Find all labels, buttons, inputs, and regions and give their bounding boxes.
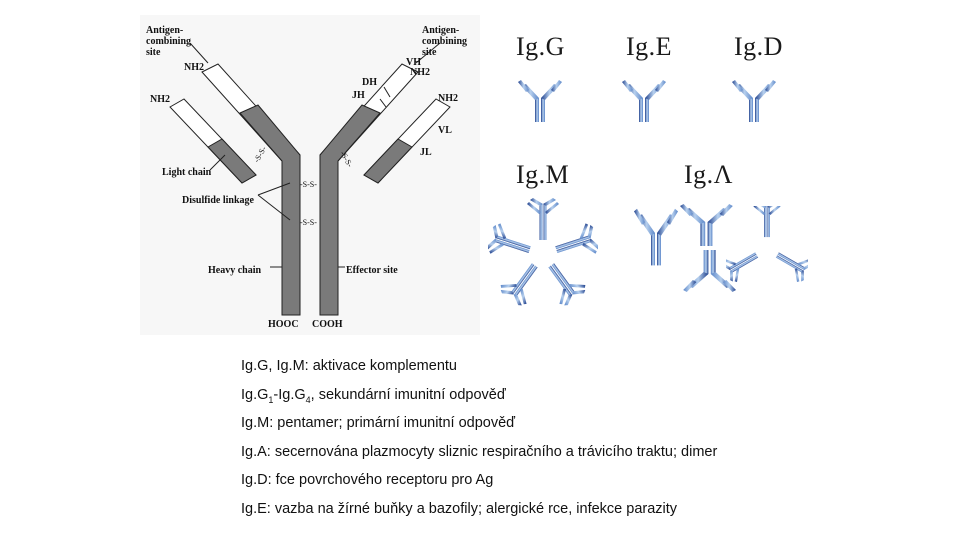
note-line-5: Ig.D: fce povrchového receptoru pro Ag	[241, 472, 494, 488]
igm-unit-3	[538, 255, 589, 309]
note-line-3: Ig.M: pentamer; primární imunitní odpově…	[241, 415, 516, 431]
note-line-2-part-a: Ig.G	[241, 386, 269, 403]
label-antigen-site-left-3: site	[146, 47, 161, 58]
label-heavy-chain: Heavy chain	[208, 265, 261, 276]
label-jl: JL	[420, 147, 432, 158]
note-line-2-part-b: -Ig.G	[273, 386, 306, 403]
igm-pentamer-icon	[488, 198, 598, 309]
label-igm: Ig.M	[516, 160, 570, 189]
label-igd: Ig.D	[734, 32, 783, 61]
igg-monomer-icon	[518, 80, 562, 122]
note-line-2-sub-1: 1	[268, 394, 274, 405]
igm-unit-2	[551, 221, 598, 265]
label-nh2-left-heavy: NH2	[184, 62, 204, 73]
note-line-2: Ig.G1-Ig.G4, sekundární imunitní odpověď	[241, 381, 861, 410]
note-line-4: Ig.A: secernována plazmocyty sliznic res…	[241, 443, 718, 460]
iga-trimer-icon	[726, 206, 808, 285]
label-hooc: HOOC	[268, 319, 299, 330]
label-antigen-site-right-2: combining	[422, 36, 467, 47]
label-ige: Ig.E	[626, 32, 673, 61]
label-disulfide-linkage: Disulfide linkage	[182, 195, 255, 206]
label-dh: DH	[362, 77, 377, 88]
label-antigen-site-right-3: site	[422, 47, 437, 58]
pointer-lines	[189, 42, 441, 268]
igm-unit-5	[488, 221, 535, 265]
label-igg: Ig.G	[516, 32, 565, 61]
label-cooh: COOH	[312, 319, 343, 330]
antibody-classes-panel: Ig.G Ig.E Ig.D Ig.M Ig.Λ	[488, 20, 808, 310]
label-effector-site: Effector site	[346, 265, 398, 276]
label-antigen-site-left-2: combining	[146, 36, 191, 47]
label-ss-1: -S-S-	[300, 180, 317, 189]
igm-unit-1	[527, 198, 559, 240]
diagram-background	[140, 15, 480, 335]
note-line-2-part-c: , sekundární imunitní odpověď	[310, 386, 506, 403]
iga-monomer-icon	[634, 208, 678, 266]
label-ss-2: -S-S-	[300, 218, 317, 227]
note-line-1: Ig.G, Ig.M: aktivace komplementu	[241, 358, 457, 374]
label-antigen-site-right-1: Antigen-	[422, 25, 459, 36]
label-light-chain: Light chain	[162, 167, 212, 178]
label-iga: Ig.Λ	[684, 160, 734, 189]
label-vl: VL	[438, 125, 452, 136]
light-chain-right	[363, 98, 451, 184]
heavy-chain-right	[319, 63, 419, 316]
label-antigen-site-left-1: Antigen-	[146, 25, 183, 36]
label-nh2-left-light: NH2	[150, 94, 170, 105]
label-nh2-right-heavy: NH2	[410, 67, 430, 78]
notes-list: Ig.G, Ig.M: aktivace komplementu Ig.G1-I…	[241, 352, 861, 523]
label-jh: JH	[352, 90, 365, 101]
label-nh2-right-light: NH2	[438, 93, 458, 104]
note-line-6: Ig.E: vazba na žírné buňky a bazofily; a…	[241, 500, 678, 517]
heavy-chain-left	[201, 63, 301, 316]
igd-monomer-icon	[732, 80, 776, 122]
light-chain-left	[169, 98, 257, 184]
igm-unit-4	[497, 255, 548, 309]
ige-monomer-icon	[622, 80, 666, 122]
igm-center	[533, 244, 553, 264]
antibody-structure-diagram: Antigen- combining site Antigen- combini…	[140, 15, 480, 335]
note-line-2-sub-2: 4	[305, 394, 311, 405]
label-vh: VH	[406, 57, 421, 68]
